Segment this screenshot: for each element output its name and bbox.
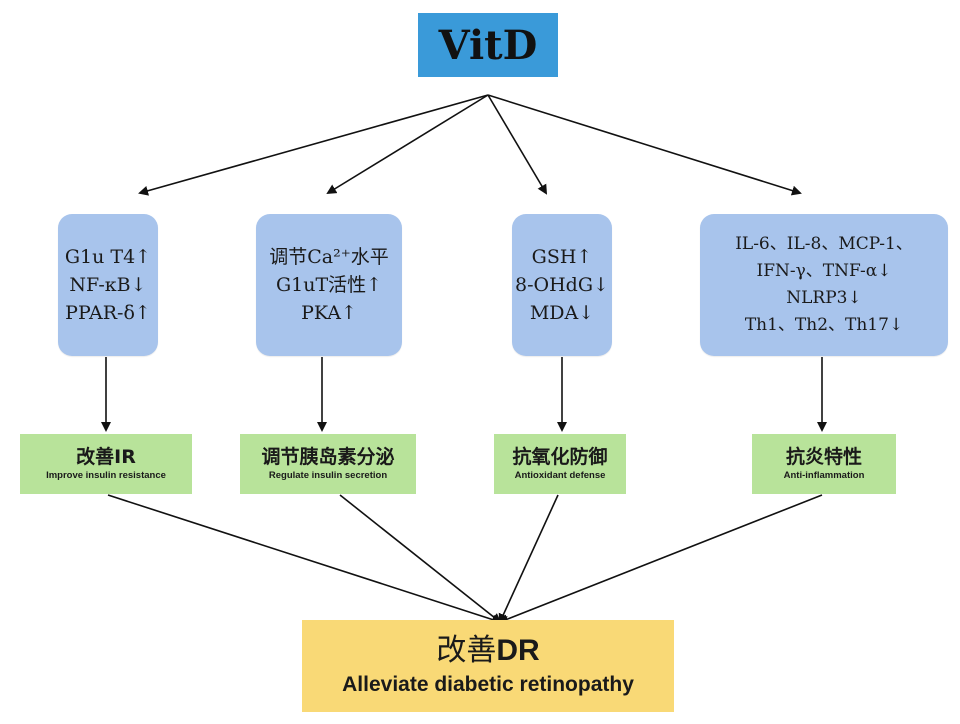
mechanism-box-4: IL-6、IL-8、MCP-1、 IFN-γ、TNF-α↓ NLRP3↓ Th1… <box>700 214 948 356</box>
effect-label-zh: 抗炎特性 <box>785 446 862 468</box>
mechanism-line: NF-κB↓ <box>69 274 147 296</box>
effect-label-zh: 改善IR <box>76 446 136 468</box>
effect-label-zh: 抗氧化防御 <box>512 446 608 468</box>
mechanism-line: G1uT活性↑ <box>275 274 383 296</box>
arrow-root-to-mech-4 <box>487 94 802 196</box>
outcome-prefix: 改善 <box>436 633 497 668</box>
mechanism-line: MDA↓ <box>529 302 595 324</box>
mechanism-box-1: G1u T4↑ NF-κB↓ PPAR-δ↑ <box>58 214 158 356</box>
mechanism-line: 8-OHdG↓ <box>515 274 609 296</box>
mechanism-line: PKA↑ <box>301 302 357 324</box>
mechanism-line: GSH↑ <box>531 246 593 268</box>
effect-label-zh: 调节胰岛素分泌 <box>261 446 395 468</box>
root-node-vitd: VitD <box>418 13 558 77</box>
arrow-effect-2-to-outcome <box>339 494 502 624</box>
root-label: VitD <box>438 21 538 69</box>
effect-label-en: Regulate insulin secretion <box>268 470 388 481</box>
outcome-box: 改善DR Alleviate diabetic retinopathy <box>302 620 674 712</box>
outcome-label-zh: 改善DR <box>436 632 539 670</box>
mechanism-line: 调节Ca²⁺水平 <box>269 246 389 268</box>
mechanism-box-3: GSH↑ 8-OHdG↓ MDA↓ <box>512 214 612 356</box>
effect-label-en: Antioxidant defense <box>514 470 606 481</box>
arrow-effect-4-to-outcome <box>498 494 823 624</box>
effect-box-4: 抗炎特性 Anti-inflammation <box>752 434 896 494</box>
mechanism-line: G1u T4↑ <box>64 246 152 268</box>
effect-box-1: 改善IR Improve insulin resistance <box>20 434 192 494</box>
effect-label-en: Improve insulin resistance <box>46 470 166 481</box>
arrow-effect-1-to-outcome <box>107 494 502 625</box>
arrow-root-to-mech-2 <box>326 94 489 195</box>
mechanism-line: PPAR-δ↑ <box>65 302 151 324</box>
effect-box-3: 抗氧化防御 Antioxidant defense <box>494 434 626 494</box>
effect-label-en: Anti-inflammation <box>783 470 865 481</box>
arrow-effect-3-to-outcome <box>498 494 559 624</box>
effect-box-2: 调节胰岛素分泌 Regulate insulin secretion <box>240 434 416 494</box>
arrow-root-to-mech-1 <box>138 94 489 196</box>
mechanism-line: IFN-γ、TNF-α↓ <box>756 261 892 281</box>
mechanism-line: IL-6、IL-8、MCP-1、 <box>735 234 913 254</box>
outcome-label-en: Alleviate diabetic retinopathy <box>342 673 634 696</box>
mechanism-line: NLRP3↓ <box>786 288 862 308</box>
outcome-abbr: DR <box>496 634 540 667</box>
mechanism-line: Th1、Th2、Th17↓ <box>744 315 904 335</box>
arrow-root-to-mech-3 <box>487 94 548 195</box>
mechanism-box-2: 调节Ca²⁺水平 G1uT活性↑ PKA↑ <box>256 214 402 356</box>
